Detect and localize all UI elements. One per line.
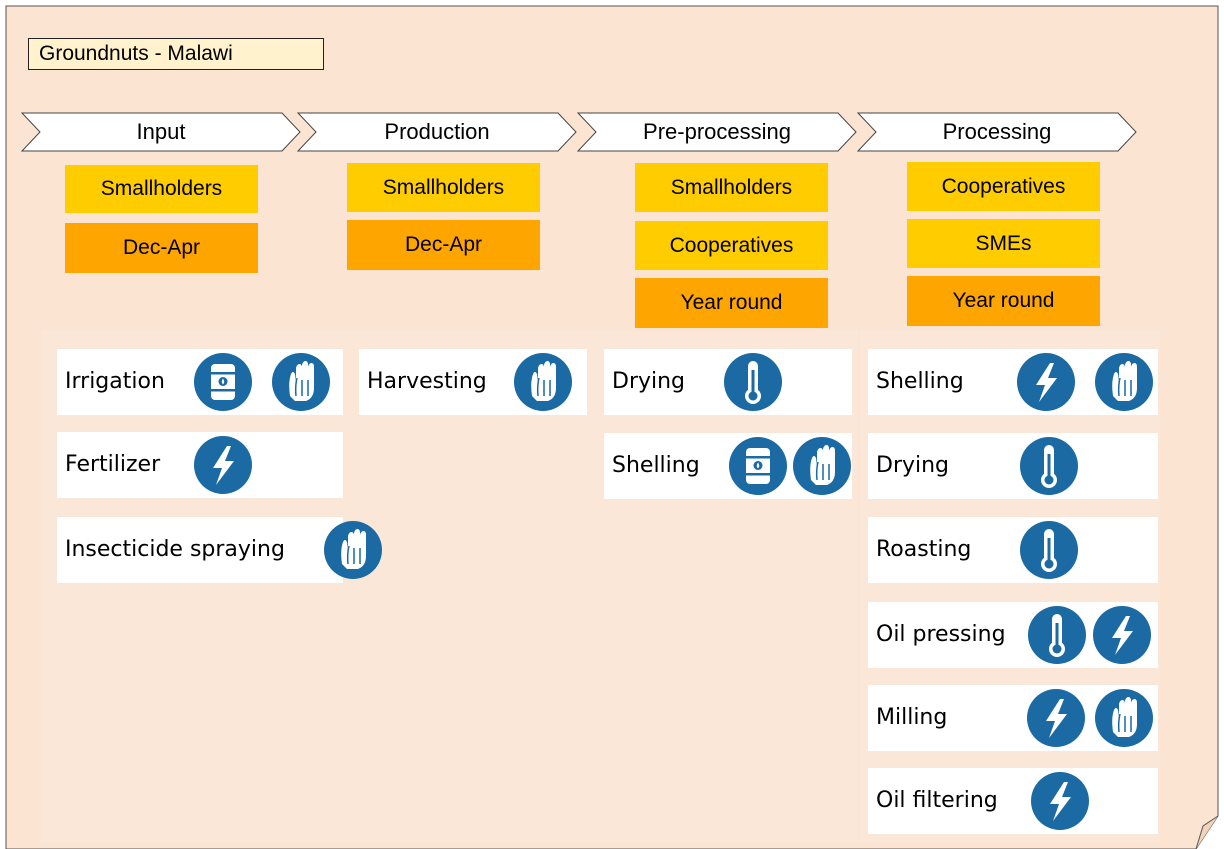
season-tag: Year round	[907, 276, 1100, 326]
electricity-bolt-icon	[1016, 352, 1076, 412]
stage-column-background	[344, 330, 602, 842]
manual-labor-hand-icon	[323, 520, 383, 580]
manual-labor-hand-icon	[271, 352, 331, 412]
manual-labor-hand-icon	[1094, 688, 1154, 748]
electricity-bolt-icon	[1030, 771, 1090, 831]
activity-label: Oil filtering	[876, 788, 998, 813]
activity-card: Milling	[868, 685, 1158, 751]
electricity-bolt-icon	[1092, 605, 1152, 665]
activity-label: Shelling	[612, 453, 700, 478]
stage-label: Input	[136, 119, 186, 144]
stage-label: Pre-processing	[643, 119, 791, 144]
activity-label: Milling	[876, 705, 948, 730]
stage-chevron	[296, 112, 577, 152]
activity-label: Drying	[876, 453, 950, 478]
actor-tag: Smallholders	[635, 163, 828, 212]
heat-thermometer-icon	[1019, 520, 1079, 580]
activity-label: Harvesting	[367, 369, 487, 394]
activity-card: Drying	[868, 433, 1158, 499]
stage-chevron	[576, 112, 857, 152]
stage-chevron	[856, 112, 1137, 152]
stage-chevrons	[20, 112, 1137, 152]
actor-tag: SMEs	[907, 219, 1100, 268]
diagram-title: Groundnuts - Malawi	[28, 38, 324, 70]
actor-tag: Smallholders	[347, 163, 540, 212]
activity-card: Drying	[604, 349, 852, 415]
activity-card: Fertilizer	[57, 432, 343, 498]
activity-card: Harvesting	[359, 349, 587, 415]
activity-label: Drying	[612, 369, 686, 394]
actor-tag: Smallholders	[65, 165, 258, 213]
activity-card: Irrigation	[57, 349, 343, 415]
activity-card: Shelling	[604, 433, 852, 499]
manual-labor-hand-icon	[792, 436, 852, 496]
season-tag: Year round	[635, 278, 828, 328]
page-curl	[1195, 815, 1219, 849]
activity-label: Roasting	[876, 537, 972, 562]
electricity-bolt-icon	[1026, 688, 1086, 748]
activity-card: Oil filtering	[868, 768, 1158, 834]
activity-card: Shelling	[868, 349, 1158, 415]
season-tag: Dec-Apr	[65, 223, 258, 273]
stage-chevron	[20, 112, 301, 152]
activity-label: Fertilizer	[65, 452, 161, 477]
heat-thermometer-icon	[723, 352, 783, 412]
manual-labor-hand-icon	[513, 352, 573, 412]
stage-column-background	[42, 330, 360, 842]
manual-labor-hand-icon	[1094, 352, 1154, 412]
stage-label: Production	[384, 119, 490, 144]
fuel-barrel-icon	[728, 436, 788, 496]
activity-label: Irrigation	[65, 369, 165, 394]
season-tag: Dec-Apr	[347, 220, 540, 270]
stage-column-background	[860, 330, 1160, 842]
activity-label: Shelling	[876, 369, 964, 394]
heat-thermometer-icon	[1027, 605, 1087, 665]
actor-tag: Cooperatives	[635, 221, 828, 270]
activity-label: Insecticide spraying	[65, 537, 285, 562]
actor-tag: Cooperatives	[907, 162, 1100, 211]
stage-column-background	[590, 330, 858, 842]
activity-label: Oil pressing	[876, 622, 1006, 647]
heat-thermometer-icon	[1019, 436, 1079, 496]
activity-card: Insecticide spraying	[57, 517, 382, 583]
activity-card: Oil pressing	[868, 602, 1158, 668]
activity-card: Roasting	[868, 517, 1158, 583]
stage-label: Processing	[942, 119, 1052, 144]
fuel-barrel-icon	[193, 352, 253, 412]
electricity-bolt-icon	[193, 435, 253, 495]
